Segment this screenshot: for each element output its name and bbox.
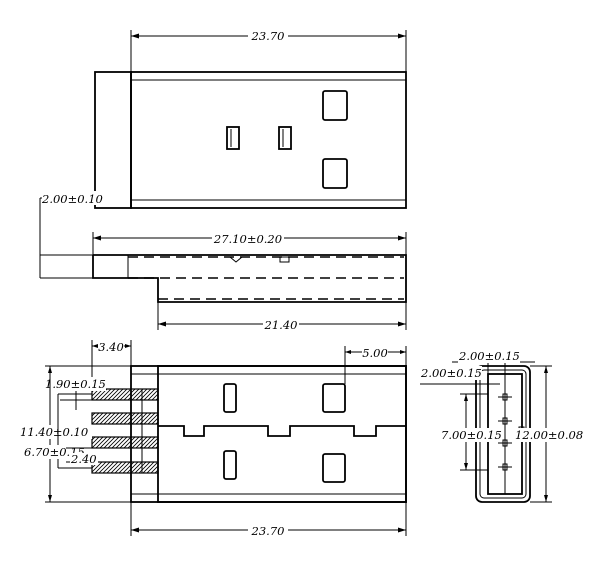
top-view-square-hole: [322, 158, 348, 189]
dim-contact-width: 1.90±0.15: [45, 377, 106, 391]
bottom-view: 3.40 5.00 1.90±0.15 11.40±0.10 6.70±0.15: [20, 339, 407, 538]
dim-bottom-width: 23.70: [251, 524, 285, 538]
dim-contact-pitch-small: 2.40: [70, 452, 97, 466]
dim-housing-height: 11.40±0.10: [20, 425, 88, 439]
dim-contact-extension: 3.40: [98, 340, 124, 354]
dim-end-inner: 7.00±0.15: [441, 428, 502, 442]
side-view: 2.00±0.10 27.10±0.20 21.40: [39, 191, 407, 332]
top-view-rear-block: [94, 71, 132, 209]
top-view-slot: [226, 126, 240, 150]
contact-pin: [91, 436, 159, 449]
dim-offset-height: 2.00±0.10: [41, 192, 103, 206]
contact-pin: [91, 461, 159, 474]
top-view-square-hole: [322, 90, 348, 121]
dim-top-width: 23.70: [251, 29, 285, 43]
dim-end-outer: 12.00±0.08: [515, 428, 583, 442]
dim-end-top: 2.00±0.15: [458, 349, 520, 363]
bottom-view-tab-profile: [158, 425, 406, 437]
contact-pin: [91, 412, 159, 425]
bottom-view-window: [223, 383, 237, 413]
bottom-view-window: [223, 450, 237, 480]
dim-end-side: 2.00±0.15: [420, 366, 482, 380]
top-view-body: [130, 71, 407, 209]
dim-overall-length: 27.10±0.20: [213, 232, 282, 246]
top-view: 23.70: [94, 28, 407, 209]
top-view-slot: [278, 126, 292, 150]
bottom-view-square-hole: [322, 453, 346, 483]
end-view: 2.00±0.15 2.00±0.15 7.00±0.15 12.00±0.08: [420, 349, 583, 503]
bottom-view-square-hole: [322, 383, 346, 413]
dim-tab-offset: 5.00: [362, 346, 388, 360]
bottom-view-housing: [157, 365, 407, 503]
dim-shell-length: 21.40: [264, 318, 298, 332]
